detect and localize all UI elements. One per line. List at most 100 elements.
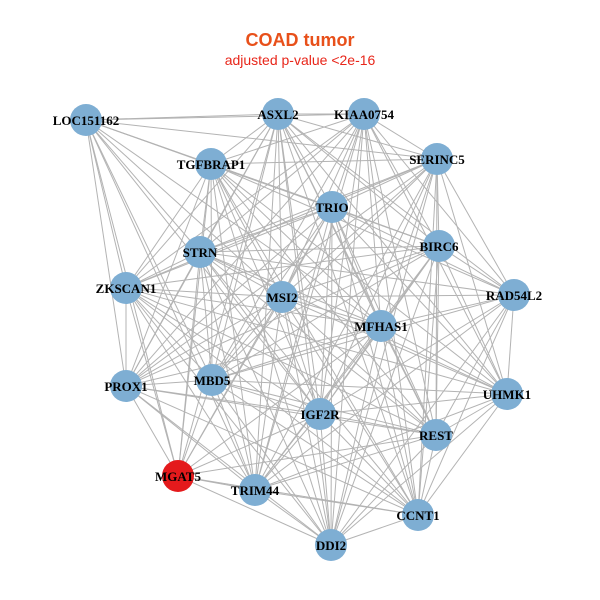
edge-SERINC5-TRIO (331, 158, 438, 208)
edge-MSI2-CCNT1 (281, 296, 419, 516)
node-label: ASXL2 (257, 107, 298, 122)
edge-TGFBRAP1-IGF2R (210, 163, 321, 415)
edge-SERINC5-DDI2 (330, 158, 438, 546)
edge-ASXL2-ZKSCAN1 (125, 113, 279, 289)
edge-STRN-CCNT1 (199, 251, 419, 516)
edge-ASXL2-UHMK1 (277, 113, 508, 395)
edge-MSI2-MGAT5 (177, 296, 283, 477)
edge-LOC151162-SERINC5 (85, 119, 438, 160)
node-ZKSCAN1: ZKSCAN1 (96, 272, 157, 304)
node-circle (421, 143, 453, 175)
node-label: CCNT1 (396, 508, 439, 523)
edge-TRIO-MFHAS1 (331, 206, 382, 327)
node-label: ZKSCAN1 (96, 281, 157, 296)
node-label: REST (419, 428, 453, 443)
node-MSI2: MSI2 (266, 281, 298, 313)
edge-STRN-UHMK1 (199, 251, 508, 395)
edge-PROX1-REST (125, 385, 437, 436)
node-DDI2: DDI2 (315, 529, 347, 561)
edge-KIAA0754-STRN (199, 113, 365, 253)
edge-STRN-MBD5 (199, 251, 213, 381)
edge-TRIO-STRN (199, 206, 333, 253)
edge-TRIO-PROX1 (125, 206, 333, 387)
node-STRN: STRN (183, 236, 218, 268)
node-circle (162, 460, 194, 492)
edge-ASXL2-MSI2 (277, 113, 283, 298)
edge-IGF2R-REST (319, 413, 437, 436)
node-label: MGAT5 (155, 469, 201, 484)
edge-MFHAS1-IGF2R (319, 325, 382, 415)
edge-MFHAS1-CCNT1 (380, 325, 419, 516)
edge-TGFBRAP1-MSI2 (210, 163, 283, 298)
node-circle (304, 398, 336, 430)
edge-MBD5-IGF2R (211, 379, 321, 415)
edge-BIRC6-MSI2 (281, 245, 440, 298)
edge-MSI2-UHMK1 (281, 296, 508, 395)
edge-STRN-BIRC6 (199, 245, 440, 253)
edge-MSI2-IGF2R (281, 296, 321, 415)
edge-MBD5-CCNT1 (211, 379, 419, 516)
edge-TRIM44-CCNT1 (254, 489, 419, 516)
node-label: RAD54L2 (486, 288, 542, 303)
edge-ZKSCAN1-MSI2 (125, 287, 283, 298)
edge-MBD5-TRIM44 (211, 379, 256, 491)
edge-SERINC5-REST (435, 158, 438, 436)
node-label: PROX1 (104, 379, 147, 394)
node-circle (266, 281, 298, 313)
edge-BIRC6-REST (435, 245, 440, 436)
edge-PROX1-TRIM44 (125, 385, 256, 491)
edge-UHMK1-CCNT1 (417, 393, 508, 516)
edge-SERINC5-PROX1 (125, 158, 438, 387)
node-label: DDI2 (316, 538, 346, 553)
edge-KIAA0754-BIRC6 (363, 113, 440, 247)
edge-ASXL2-RAD54L2 (277, 113, 515, 296)
edge-BIRC6-CCNT1 (417, 245, 440, 516)
edge-KIAA0754-DDI2 (330, 113, 365, 546)
edge-MFHAS1-REST (380, 325, 437, 436)
node-label: KIAA0754 (334, 107, 394, 122)
edge-RAD54L2-REST (435, 294, 515, 436)
node-circle (195, 148, 227, 180)
edge-TRIO-TRIM44 (254, 206, 333, 491)
edge-RAD54L2-MFHAS1 (380, 294, 515, 327)
node-MBD5: MBD5 (194, 364, 231, 396)
node-TGFBRAP1: TGFBRAP1 (177, 148, 246, 180)
edge-LOC151162-ZKSCAN1 (85, 119, 127, 289)
edge-REST-DDI2 (330, 434, 437, 546)
edge-STRN-MGAT5 (177, 251, 201, 477)
edge-MSI2-PROX1 (125, 296, 283, 387)
edge-SERINC5-CCNT1 (417, 158, 438, 516)
edge-IGF2R-CCNT1 (319, 413, 419, 516)
node-circle (262, 98, 294, 130)
node-circle (316, 191, 348, 223)
node-label: TRIM44 (231, 483, 280, 498)
edge-LOC151162-STRN (85, 119, 201, 253)
node-circle (365, 310, 397, 342)
node-IGF2R: IGF2R (301, 398, 340, 430)
edge-MGAT5-DDI2 (177, 475, 332, 546)
node-LOC151162: LOC151162 (53, 104, 119, 136)
edge-MFHAS1-PROX1 (125, 325, 382, 387)
node-label: TGFBRAP1 (177, 157, 246, 172)
edge-KIAA0754-TRIM44 (254, 113, 365, 491)
edge-ZKSCAN1-MBD5 (125, 287, 213, 381)
node-circle (184, 236, 216, 268)
edge-TGFBRAP1-DDI2 (210, 163, 332, 546)
node-circle (348, 98, 380, 130)
edge-MBD5-DDI2 (211, 379, 332, 546)
edge-RAD54L2-MSI2 (281, 294, 515, 298)
node-label: TRIO (315, 200, 348, 215)
edge-KIAA0754-REST (363, 113, 437, 436)
edge-TGFBRAP1-CCNT1 (210, 163, 419, 516)
edge-ZKSCAN1-TRIM44 (125, 287, 256, 491)
edge-MSI2-REST (281, 296, 437, 436)
edge-MBD5-MGAT5 (177, 379, 213, 477)
node-UHMK1: UHMK1 (483, 378, 531, 410)
node-circle (402, 499, 434, 531)
edge-BIRC6-MBD5 (211, 245, 440, 381)
edge-SERINC5-UHMK1 (436, 158, 508, 395)
node-REST: REST (419, 419, 453, 451)
